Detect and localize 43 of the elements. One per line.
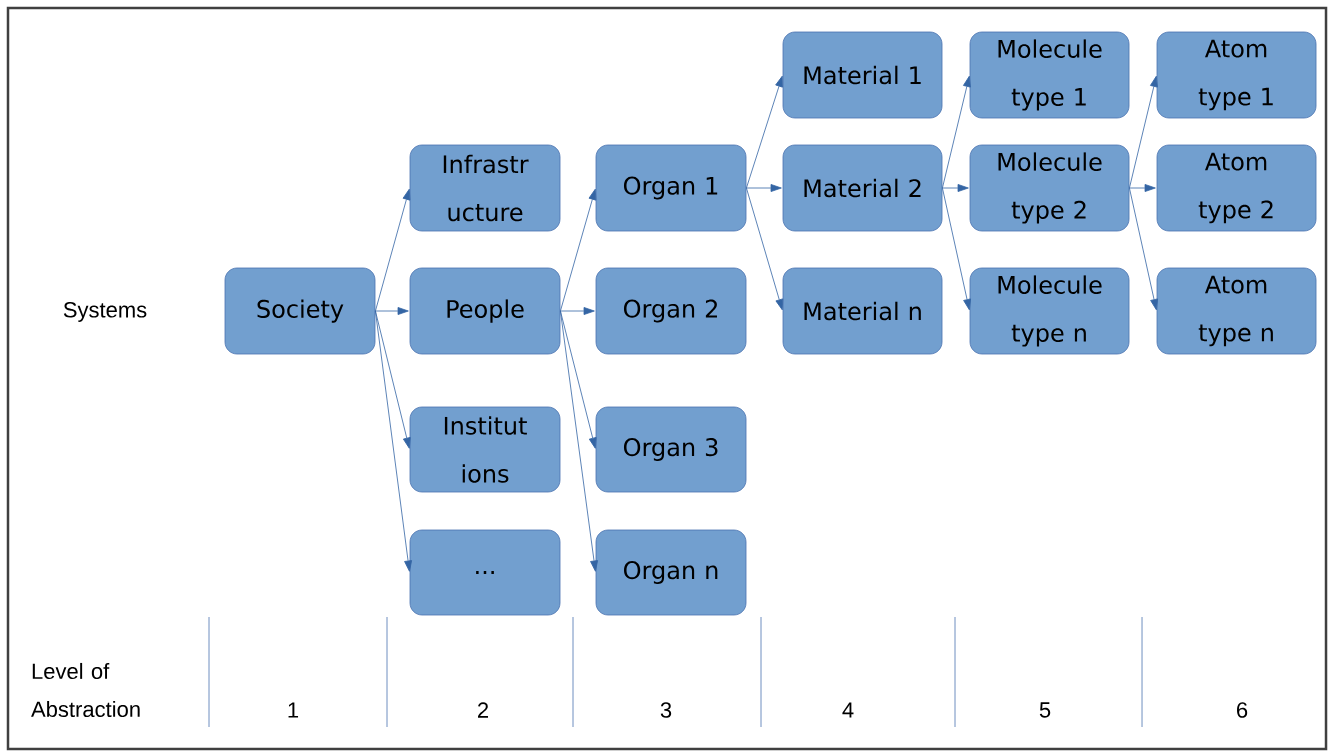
arrow	[1129, 187, 1158, 311]
process-box: Organ 2	[595, 267, 747, 355]
process-box: Material 1	[782, 31, 943, 119]
process-box: ...	[409, 529, 561, 616]
process-box: Organ 3	[595, 406, 747, 493]
process-box: Material 2	[782, 144, 943, 232]
arrow	[375, 310, 412, 572]
level-number: 4	[842, 702, 854, 718]
arrow	[746, 187, 784, 311]
process-box: Molecule type n	[969, 267, 1130, 355]
process-box: Atom type 1	[1156, 31, 1317, 119]
arrow	[560, 307, 595, 315]
level-number: 1	[288, 702, 299, 718]
level-number: 6	[1237, 702, 1248, 718]
arrow	[942, 187, 971, 311]
level-number: 3	[660, 702, 672, 718]
process-box: Atom type n	[1156, 267, 1317, 355]
arrow	[375, 307, 409, 315]
process-box: Molecule type 2	[969, 144, 1130, 232]
process-box: Infrastr ucture	[409, 144, 561, 232]
level-number: 2	[478, 702, 488, 718]
process-box: Material n	[782, 267, 943, 355]
arrow	[375, 188, 411, 312]
process-box: Organ 1	[595, 144, 747, 232]
arrow	[1129, 184, 1156, 192]
arrow	[1129, 75, 1158, 189]
arrow	[560, 188, 597, 312]
process-box: Society	[224, 267, 376, 355]
arrow	[560, 310, 597, 449]
arrow	[942, 75, 971, 189]
process-box: Atom type 2	[1156, 144, 1317, 232]
arrow	[560, 310, 598, 572]
axis-label: Systems	[63, 302, 147, 322]
process-box: Molecule type 1	[969, 31, 1130, 119]
arrow	[375, 310, 411, 449]
level-number: 5	[1039, 702, 1051, 718]
arrow	[746, 75, 783, 189]
process-box: Institut ions	[409, 406, 561, 493]
process-box: Organ n	[595, 529, 747, 616]
process-box: People	[409, 267, 561, 355]
axis-label: Level of Abstraction	[31, 662, 140, 718]
arrow	[746, 184, 782, 192]
arrow	[942, 184, 969, 192]
